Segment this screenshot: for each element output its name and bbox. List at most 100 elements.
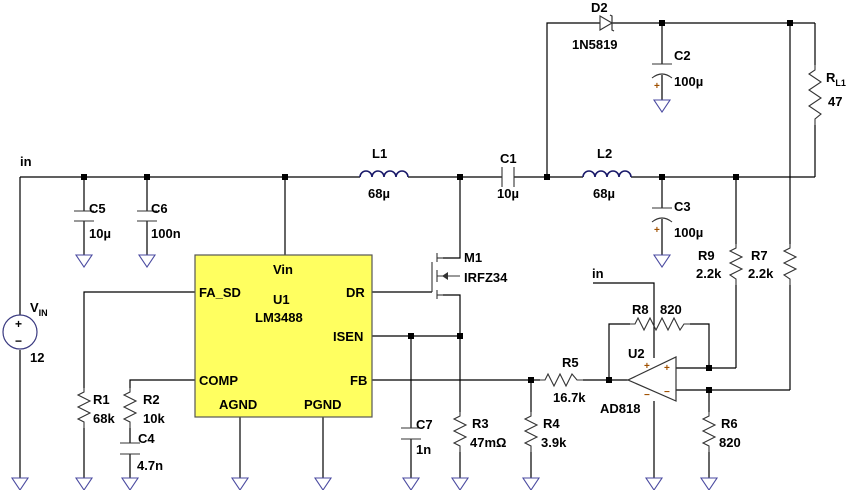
inductor-l2: L2 68µ: [582, 146, 632, 201]
source-minus: −: [15, 334, 22, 348]
capacitor-c5: C5 10µ: [74, 201, 111, 241]
resistor-r2: R2 10k: [122, 388, 165, 428]
ground-symbol: [652, 254, 672, 268]
ground-symbol: [521, 477, 541, 490]
c2-value: 100µ: [674, 74, 703, 89]
junction: [706, 387, 712, 393]
ground-symbol: [74, 477, 94, 490]
mosfet-m1: M1 IRFZ34: [431, 250, 508, 299]
wires: [19, 22, 816, 478]
ic-pin-dr: DR: [346, 285, 365, 300]
m1-value: IRFZ34: [464, 270, 508, 285]
source-plus: +: [15, 317, 22, 331]
c1-value: 10µ: [497, 186, 519, 201]
opamp-u2: + − + − U2 AD818: [600, 346, 677, 416]
r9-value: 2.2k: [696, 266, 722, 281]
c1-ref: C1: [500, 151, 517, 166]
resistor-r1: R1 68k: [76, 388, 115, 428]
capacitor-c3-polarized: + C3 100µ: [651, 199, 703, 240]
r1-value: 68k: [93, 411, 115, 426]
resistor-r9: R9 2.2k: [696, 244, 744, 285]
c4-ref: C4: [138, 431, 155, 446]
ground-symbol: [313, 477, 333, 490]
u2-value: AD818: [600, 401, 640, 416]
ground-symbol: [699, 477, 719, 490]
rl1-ref: RL1: [826, 70, 846, 88]
u2-plus: +: [664, 363, 670, 374]
u2-ref: U2: [628, 346, 645, 361]
junction: [457, 333, 463, 339]
u2-minus: −: [664, 387, 670, 398]
junction: [544, 174, 550, 180]
net-label-in: in: [20, 154, 32, 169]
c2-plus: +: [654, 81, 660, 92]
r8-value: 820: [660, 302, 682, 317]
r5-ref: R5: [562, 355, 579, 370]
resistor-r8: R8 820: [630, 302, 690, 332]
diode-d2: D2 1N5819: [572, 0, 618, 52]
r3-value: 47mΩ: [470, 435, 506, 450]
junction: [81, 174, 87, 180]
junction: [144, 174, 150, 180]
ground-symbol: [120, 477, 140, 490]
r4-ref: R4: [543, 416, 560, 431]
resistor-r5: R5 16.7k: [540, 355, 586, 405]
junction: [528, 377, 534, 383]
m1-ref: M1: [464, 250, 482, 265]
r1-ref: R1: [93, 392, 110, 407]
c4-value: 4.7n: [137, 458, 163, 473]
source-ref: VIN: [30, 300, 48, 318]
r3-ref: R3: [472, 416, 489, 431]
l1-value: 68µ: [368, 186, 390, 201]
r9-ref: R9: [698, 248, 715, 263]
r7-value: 2.2k: [748, 266, 774, 281]
net-label-in-opamp: in: [592, 266, 604, 281]
r2-value: 10k: [143, 411, 165, 426]
ground-symbol: [230, 477, 250, 490]
junction: [787, 20, 793, 26]
c5-ref: C5: [89, 201, 106, 216]
l1-ref: L1: [372, 146, 387, 161]
grounds: [10, 99, 719, 490]
ic-pin-agnd: AGND: [219, 397, 257, 412]
r6-value: 820: [719, 435, 741, 450]
capacitor-c7: C7 1n: [401, 417, 433, 457]
junction: [408, 333, 414, 339]
ic-pin-fa-sd: FA_SD: [199, 285, 241, 300]
ic-pin-isen: ISEN: [333, 329, 363, 344]
source-value: 12: [30, 350, 44, 365]
junction: [733, 174, 739, 180]
ic-part: LM3488: [255, 310, 303, 325]
ic-pin-pgnd: PGND: [304, 397, 342, 412]
ground-symbol: [401, 477, 421, 490]
resistor-rl1: RL1 47: [808, 65, 846, 125]
c3-plus: +: [654, 225, 660, 236]
ic-u1: Vin U1 LM3488 FA_SD DR ISEN COMP FB AGND…: [194, 254, 373, 418]
resistor-r3: R3 47mΩ: [452, 412, 506, 452]
resistor-r4: R4 3.9k: [523, 412, 567, 452]
c7-ref: C7: [416, 417, 433, 432]
ground-symbol: [644, 477, 664, 490]
voltage-source-vin: + − VIN 12: [2, 300, 48, 365]
ic-ref: U1: [273, 292, 290, 307]
u2-supply-minus: −: [644, 390, 650, 401]
r4-value: 3.9k: [541, 435, 567, 450]
u2-supply-plus: +: [644, 361, 650, 372]
r6-ref: R6: [721, 416, 738, 431]
d2-ref: D2: [591, 0, 608, 15]
c6-ref: C6: [151, 201, 168, 216]
ground-symbol: [652, 99, 672, 113]
resistor-r7: R7 2.2k: [748, 244, 798, 285]
ic-pin-vin: Vin: [273, 262, 293, 277]
ic-pin-comp: COMP: [199, 373, 238, 388]
inductor-l1: L1 68µ: [359, 146, 409, 201]
capacitor-c6: C6 100n: [137, 201, 181, 241]
c6-value: 100n: [151, 226, 181, 241]
c5-value: 10µ: [89, 226, 111, 241]
r8-ref: R8: [632, 302, 649, 317]
c2-ref: C2: [674, 48, 691, 63]
ic-pin-fb: FB: [350, 373, 367, 388]
l2-ref: L2: [597, 146, 612, 161]
capacitor-c1: C1 10µ: [497, 151, 519, 201]
